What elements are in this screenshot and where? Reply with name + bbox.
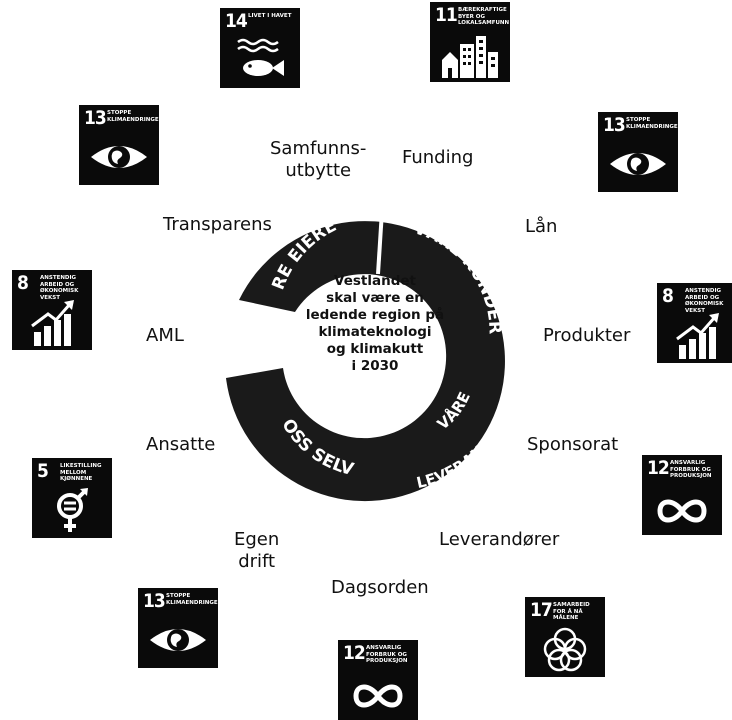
sdg-tile-12: 12 ANSVARLIG FORBRUK OG PRODUKSJON: [338, 640, 418, 720]
label-lan: Lån: [525, 216, 558, 237]
sdg-number: 14: [225, 10, 248, 32]
label-line: Egen: [234, 529, 280, 550]
sdg-tile-8: 8 ANSTENDIG ARBEID OG ØKONOMISK VEKST: [12, 270, 92, 350]
sdg-title: SAMARBEID FOR Å NÅ MÅLENE: [553, 602, 590, 621]
sdg-title: ANSTENDIG ARBEID OG ØKONOMISK VEKST: [40, 275, 79, 301]
rings-icon: [543, 627, 587, 672]
sdg-number: 12: [343, 642, 366, 664]
label-ansatte: Ansatte: [146, 434, 216, 455]
label-samfunnsutbytte: Samfunns- utbytte: [270, 138, 366, 182]
label-aml: AML: [146, 325, 184, 346]
vision-line: ledende region på: [305, 307, 445, 323]
sdg-tile-12: 12 ANSVARLIG FORBRUK OG PRODUKSJON: [642, 455, 722, 535]
label-line: Samfunns-: [270, 138, 367, 159]
sdg-number: 8: [662, 285, 674, 307]
sdg-title: BÆREKRAFTIGE BYER OG LOKALSAMFUNN: [458, 7, 510, 26]
sdg-number: 13: [143, 590, 166, 612]
label-produkter: Produkter: [543, 325, 631, 346]
eye-globe-icon: [610, 153, 666, 175]
sdg-number: 8: [17, 272, 29, 294]
label-egen-drift: Egen drift: [234, 529, 279, 573]
sdg-number: 13: [603, 114, 626, 136]
growth-chart-icon: [676, 313, 719, 359]
sdg-tile-13: 13 STOPPE KLIMAENDRINGENE: [79, 105, 159, 185]
label-line: utbytte: [285, 160, 352, 181]
label-transparens: Transparens: [163, 214, 272, 235]
sdg-title: ANSVARLIG FORBRUK OG PRODUKSJON: [366, 645, 408, 664]
sdg-number: 17: [530, 599, 553, 621]
sdg-title: STOPPE KLIMAENDRINGENE: [107, 110, 159, 123]
ring-band: [226, 221, 505, 502]
vision-line: i 2030: [351, 358, 399, 374]
city-icon: [442, 36, 498, 78]
sdg-title: ANSVARLIG FORBRUK OG PRODUKSJON: [670, 460, 712, 479]
label-funding: Funding: [402, 147, 474, 168]
label-sponsorat: Sponsorat: [527, 434, 619, 455]
sdg-tile-11: 11 BÆREKRAFTIGE BYER OG LOKALSAMFUNN: [430, 2, 510, 82]
infinity-icon: [657, 499, 707, 523]
infinity-icon: [353, 684, 403, 708]
vision-line: Vestlandet: [334, 273, 416, 289]
sdg-title: ANSTENDIG ARBEID OG ØKONOMISK VEKST: [685, 288, 724, 314]
sdg-number: 12: [647, 457, 670, 479]
sdg-number: 5: [37, 460, 49, 482]
fish-icon: [237, 38, 284, 76]
sdg-tile-13: 13 STOPPE KLIMAENDRINGENE: [138, 588, 218, 668]
sdg-title: STOPPE KLIMAENDRINGENE: [626, 117, 678, 130]
sdg-tile-13: 13 STOPPE KLIMAENDRINGENE: [598, 112, 678, 192]
growth-chart-icon: [31, 300, 74, 346]
sdg-title: LIKESTILLING MELLOM KJØNNENE: [60, 463, 102, 482]
sdg-title: STOPPE KLIMAENDRINGENE: [166, 593, 218, 606]
sdg-tile-5: 5 LIKESTILLING MELLOM KJØNNENE: [32, 458, 112, 538]
vision-statement: Vestlandet skal være en ledende region p…: [300, 273, 450, 375]
sdg-number: 13: [84, 107, 107, 129]
vision-line: skal være en: [326, 290, 424, 306]
eye-globe-icon: [91, 146, 147, 168]
ring-divider: [376, 210, 384, 275]
label-dagsorden: Dagsorden: [331, 577, 429, 598]
sdg-tile-8: 8 ANSTENDIG ARBEID OG ØKONOMISK VEKST: [657, 283, 732, 363]
sdg-tile-17: 17 SAMARBEID FOR Å NÅ MÅLENE: [525, 597, 605, 677]
gender-equality-icon: [57, 488, 88, 532]
label-line: drift: [238, 551, 276, 572]
eye-globe-icon: [150, 629, 206, 651]
label-leverandorer: Leverandører: [439, 529, 560, 550]
sdg-number: 11: [435, 4, 458, 26]
sdg-title: LIVET I HAVET: [248, 13, 292, 19]
vision-line: klimateknologi: [318, 324, 432, 340]
vision-line: og klimakutt: [326, 341, 424, 357]
sdg-tile-14: 14 LIVET I HAVET: [220, 8, 300, 88]
